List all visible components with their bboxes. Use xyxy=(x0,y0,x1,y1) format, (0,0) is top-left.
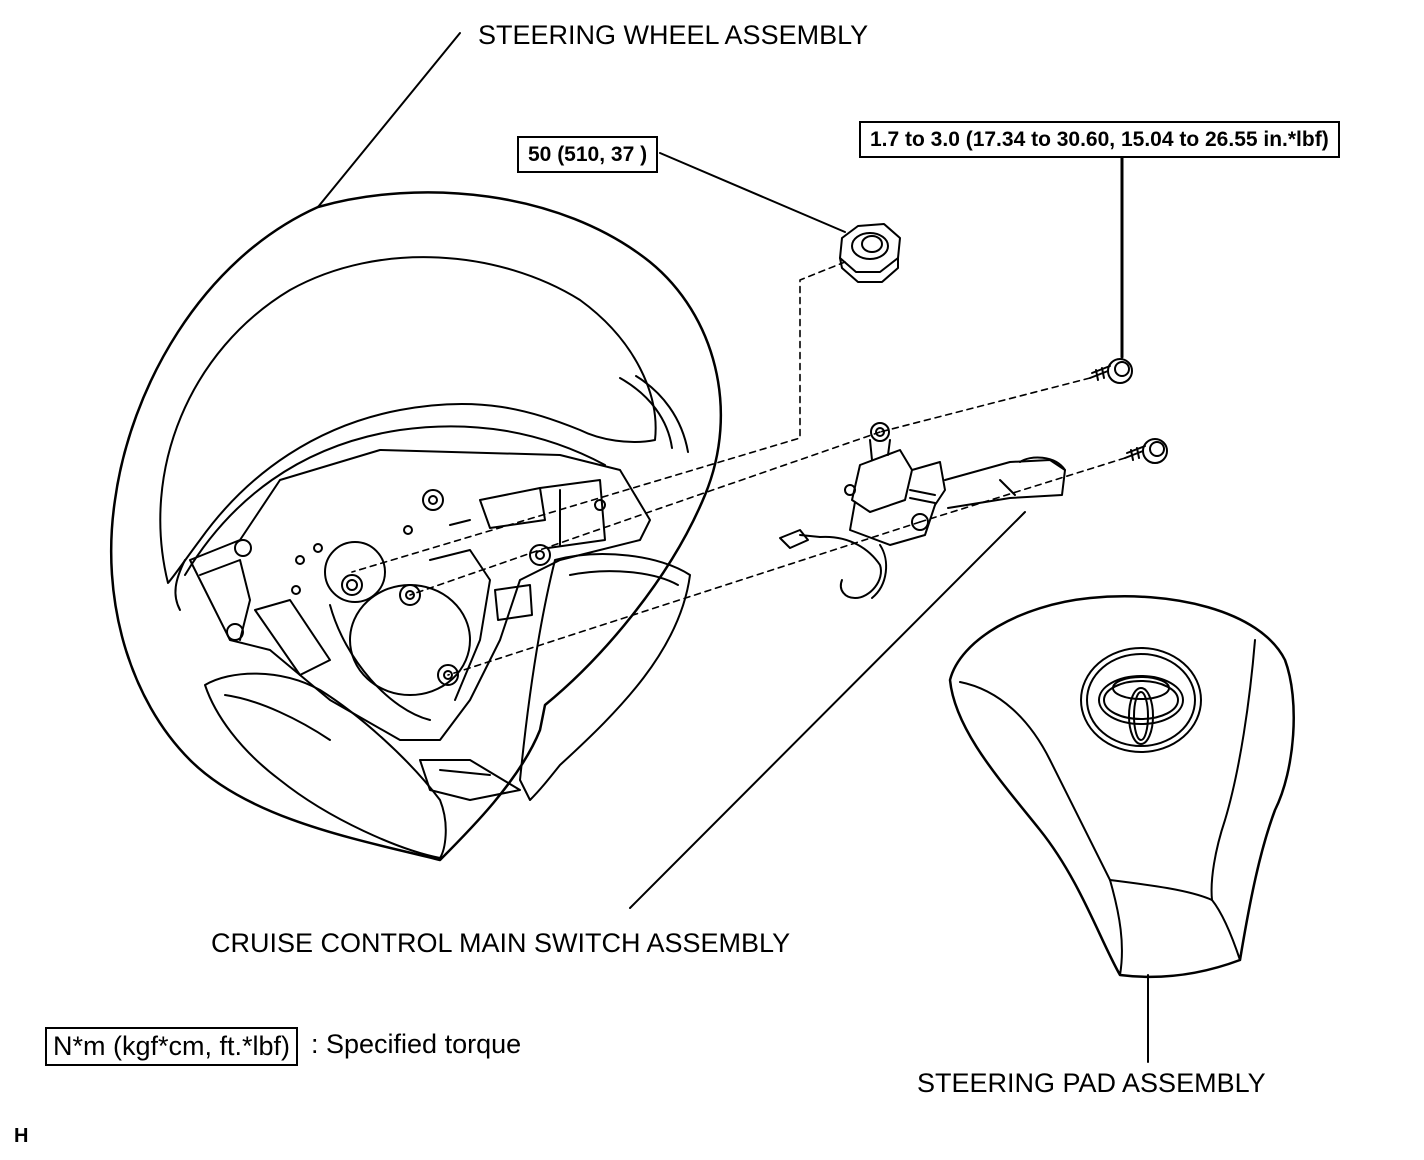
assembly-guide-lines xyxy=(351,261,1126,676)
steering-wheel-nut xyxy=(839,223,901,283)
torque-unit-legend-box: N*m (kgf*cm, ft.*lbf) xyxy=(45,1027,299,1066)
torque-legend-description: : Specified torque xyxy=(311,1029,522,1059)
switch-screw-upper xyxy=(1089,358,1133,384)
leader-lines xyxy=(317,32,1149,1063)
cruise-control-switch-label: CRUISE CONTROL MAIN SWITCH ASSEMBLY xyxy=(211,928,791,958)
steering-wheel-label: STEERING WHEEL ASSEMBLY xyxy=(478,20,869,50)
steering-wheel xyxy=(109,191,723,862)
steering-pad-label: STEERING PAD ASSEMBLY xyxy=(917,1068,1266,1098)
steering-pad xyxy=(948,595,1295,979)
cruise-control-switch xyxy=(779,422,1066,599)
corner-mark: H xyxy=(14,1125,29,1147)
screw-torque-spec: 1.7 to 3.0 (17.34 to 30.60, 15.04 to 26.… xyxy=(859,121,1340,158)
switch-screw-lower xyxy=(1124,438,1168,464)
nut-torque-spec: 50 (510, 37 ) xyxy=(517,136,659,173)
